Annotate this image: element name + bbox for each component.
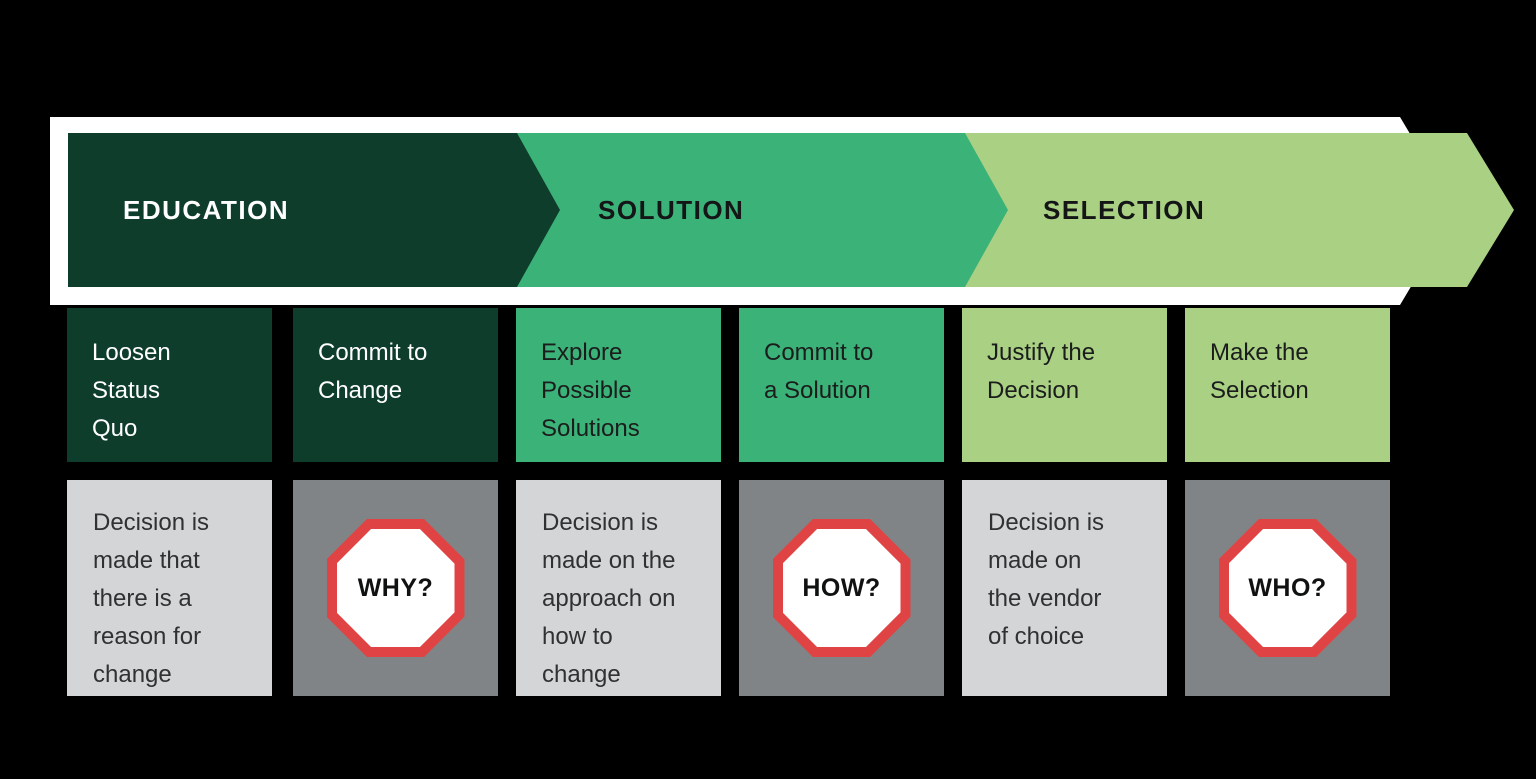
- stop-sign-who-label: WHO?: [1228, 529, 1347, 647]
- detail-box-how: HOW?: [739, 480, 944, 696]
- detail-box-vendor-of-choice: Decision is made on the vendor of choice: [962, 480, 1167, 696]
- phase-label-education: EDUCATION: [123, 194, 290, 225]
- phase-label-solution: SOLUTION: [598, 194, 745, 225]
- phase-arrow-solution: SOLUTION: [517, 133, 1071, 287]
- stop-sign-why-icon: WHY?: [326, 519, 465, 657]
- detail-box-who: WHO?: [1185, 480, 1390, 696]
- step-box-make-the-selection: Make the Selection: [1185, 308, 1390, 462]
- phase-arrow-selection: SELECTION: [965, 133, 1514, 287]
- stop-sign-why-label: WHY?: [336, 529, 455, 647]
- step-box-explore-possible-solutions: Explore Possible Solutions: [516, 308, 721, 462]
- step-box-commit-to-a-solution: Commit to a Solution: [739, 308, 944, 462]
- phase-label-selection: SELECTION: [1043, 194, 1206, 225]
- detail-box-approach-to-change: Decision is made on the approach on how …: [516, 480, 721, 696]
- step-box-commit-to-change: Commit to Change: [293, 308, 498, 462]
- stop-sign-how-icon: HOW?: [772, 519, 911, 657]
- detail-box-reason-for-change: Decision is made that there is a reason …: [67, 480, 272, 696]
- detail-box-why: WHY?: [293, 480, 498, 696]
- step-box-justify-the-decision: Justify the Decision: [962, 308, 1167, 462]
- stop-sign-who-icon: WHO?: [1218, 519, 1357, 657]
- step-box-loosen-status-quo: Loosen Status Quo: [67, 308, 272, 462]
- phase-arrow-education: EDUCATION: [68, 133, 597, 287]
- stop-sign-how-label: HOW?: [782, 529, 901, 647]
